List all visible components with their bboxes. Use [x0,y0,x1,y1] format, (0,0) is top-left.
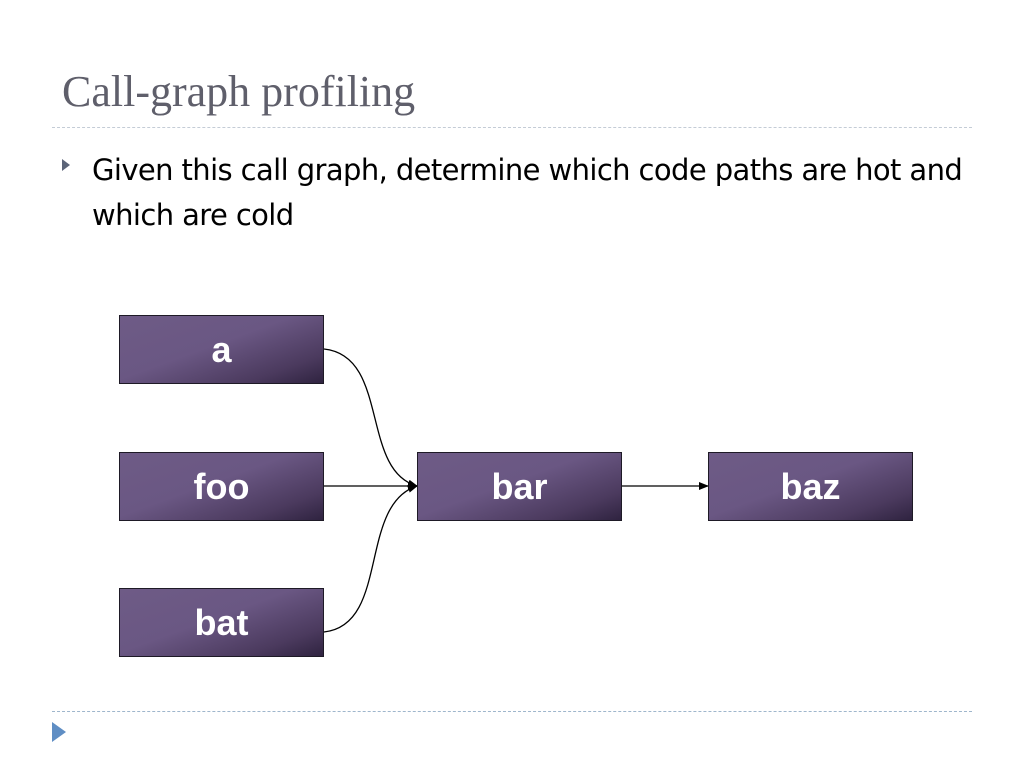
edge-bat-to-bar [323,484,418,633]
footer-divider [52,711,972,712]
node-bar: bar [417,452,622,521]
triangle-nav-icon [52,722,66,742]
slide-title: Call-graph profiling [62,67,416,116]
bullet-text: Given this call graph, determine which c… [92,153,963,232]
triangle-bullet-icon [62,159,70,171]
node-bat: bat [119,588,324,657]
node-a: a [119,315,324,384]
edge-a-to-bar [323,348,418,488]
node-baz: baz [708,452,913,521]
node-foo: foo [119,452,324,521]
title-divider [52,127,972,128]
